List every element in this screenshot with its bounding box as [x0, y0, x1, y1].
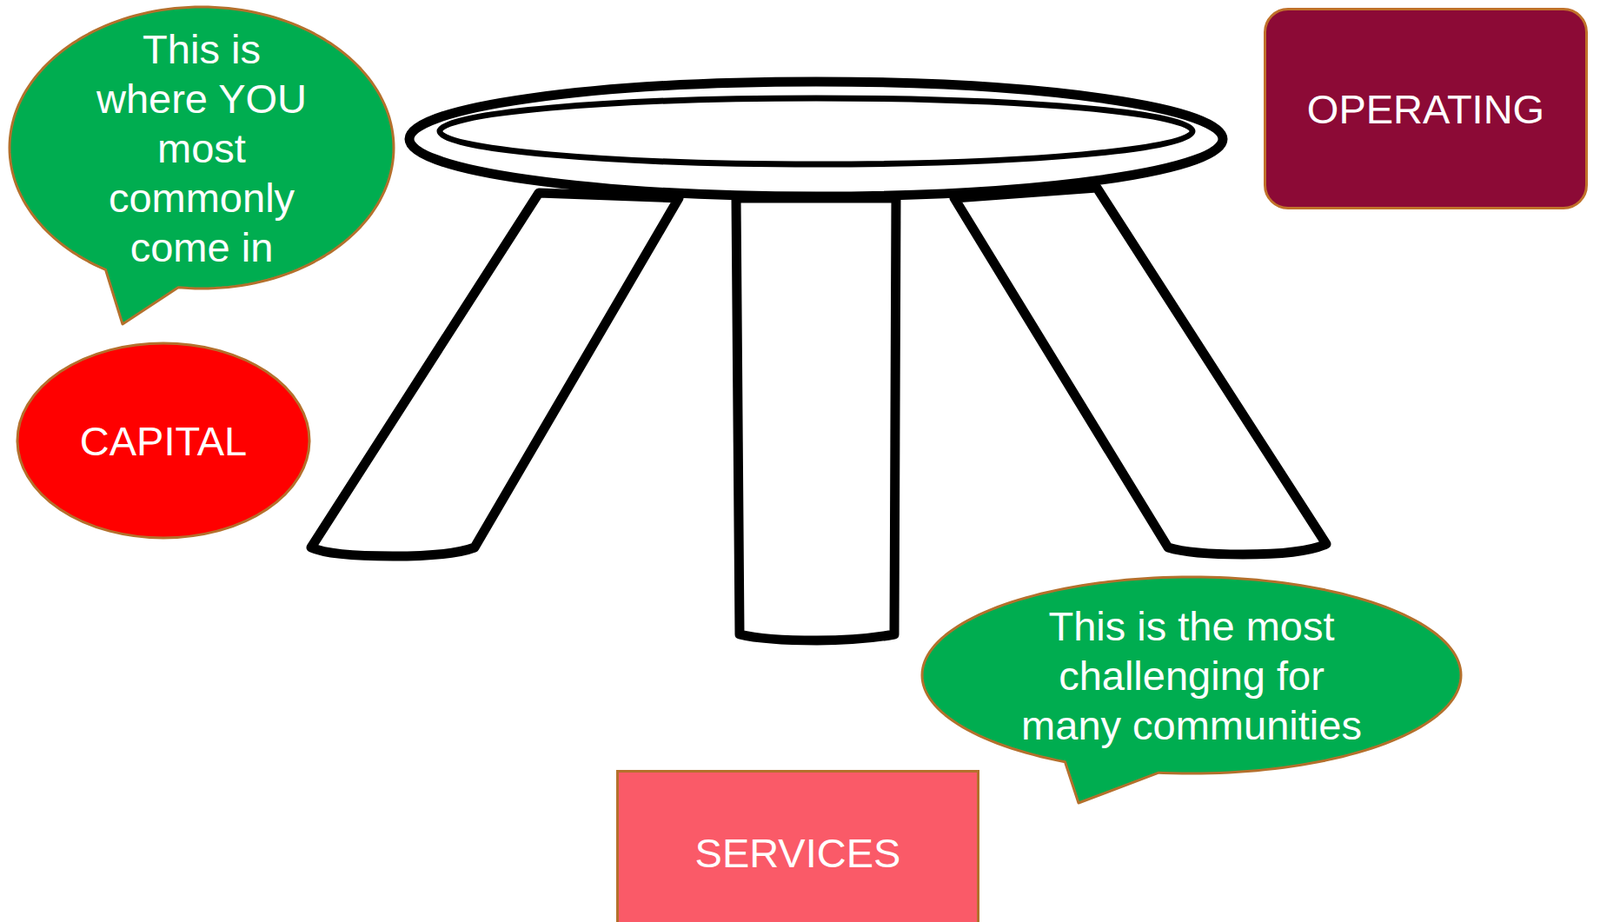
callout-outline: [922, 577, 1461, 804]
node-text: SERVICES: [632, 828, 963, 878]
speech-callout: This is the most challenging for many co…: [920, 575, 1463, 776]
node-text: This is where YOU most commonly come in: [84, 24, 319, 273]
callout-outline: [9, 6, 394, 325]
stool-seat-top: [439, 98, 1193, 165]
stool-leg: [736, 198, 897, 641]
stool-leg: [311, 192, 679, 557]
stool-leg: [954, 187, 1327, 555]
node-text: This is the most challenging for many co…: [1013, 601, 1370, 751]
category-box: SERVICES: [616, 770, 980, 922]
category-box: OPERATING: [1263, 7, 1588, 210]
node-text: OPERATING: [1278, 84, 1574, 134]
stool-seat-rim: [409, 81, 1223, 197]
category-ellipse: CAPITAL: [15, 341, 312, 540]
node-text: CAPITAL: [33, 416, 294, 466]
ellipse-outline: [17, 343, 310, 538]
speech-callout: This is where YOU most commonly come in: [7, 5, 396, 291]
